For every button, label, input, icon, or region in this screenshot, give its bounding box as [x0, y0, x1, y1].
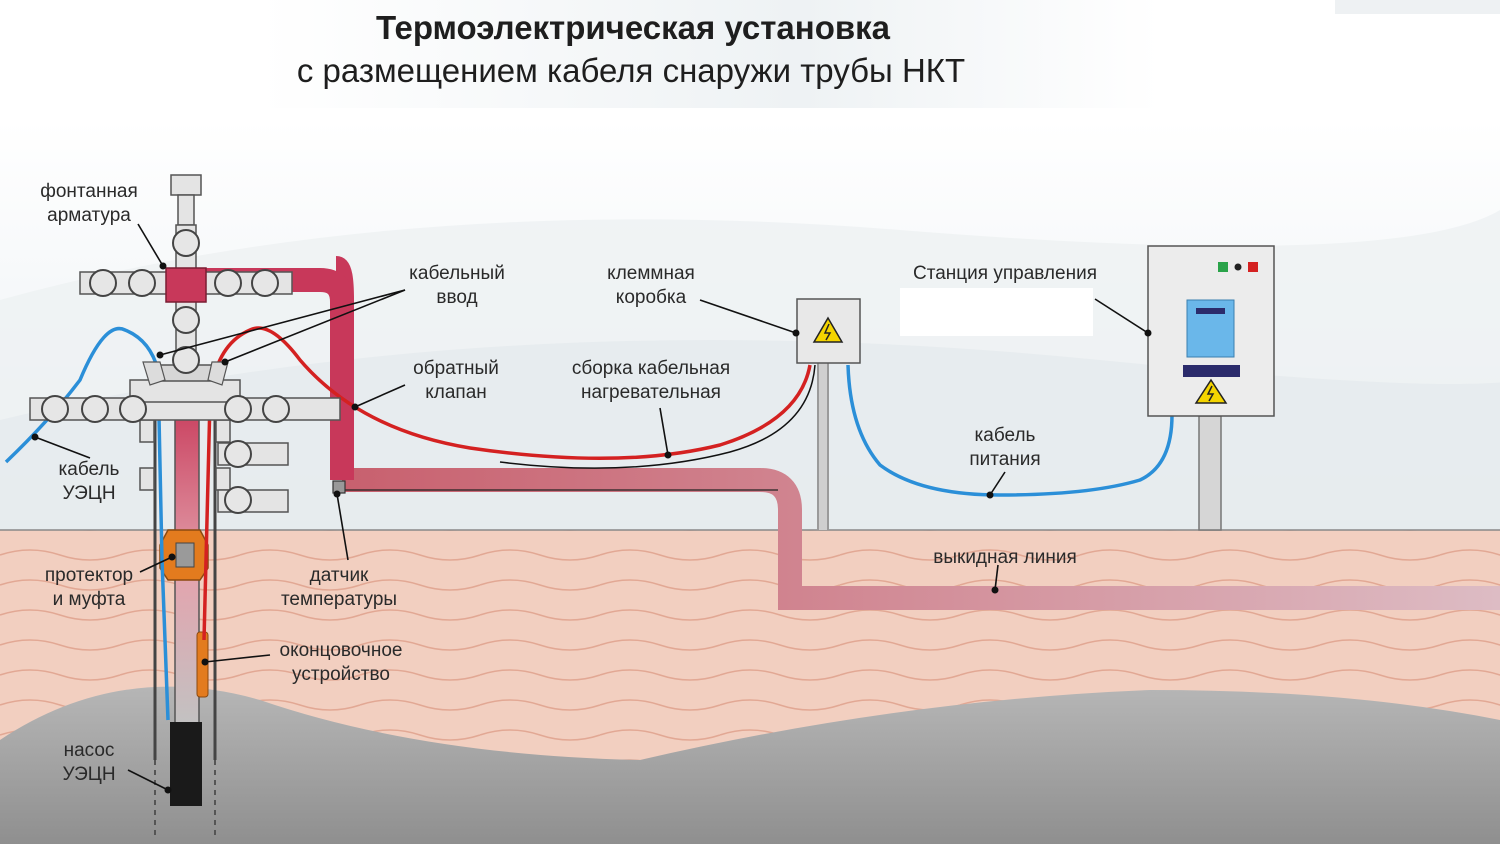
indicator-lamps-icon: [1218, 262, 1258, 272]
label-control-station: Станция управления: [913, 263, 1097, 284]
label-power-cable-1: кабель: [975, 425, 1036, 446]
label-terminal-box-1: клеммная: [607, 263, 695, 284]
rock-layer: [0, 686, 1500, 844]
label-protector-1: протектор: [45, 565, 133, 586]
label-power-cable-2: питания: [969, 449, 1040, 470]
heating-cable: [202, 326, 812, 641]
label-esp-pump-1: насос: [64, 740, 115, 761]
label-cable-entry-2: ввод: [436, 287, 477, 308]
title-line-2: с размещением кабеля снаружи трубы НКТ: [297, 52, 965, 89]
title-band: [260, 0, 1160, 108]
high-voltage-icon: [812, 316, 844, 343]
label-temperature-sensor-1: датчик: [310, 565, 369, 586]
esp-cable: [4, 326, 170, 721]
power-cable: [846, 364, 1174, 497]
label-end-device-2: устройство: [292, 664, 390, 685]
label-temperature-sensor-2: температуры: [281, 589, 397, 610]
label-protector-2: и муфта: [53, 589, 126, 610]
leader-lines: [31, 223, 1152, 794]
label-heating-cable-1: сборка кабельная: [572, 358, 730, 379]
label-esp-pump-2: УЭЦН: [62, 764, 115, 785]
title-line-1: Термоэлектрическая установка: [376, 9, 891, 46]
label-end-device-1: оконцовочное: [280, 640, 403, 661]
flow-line-pipe: [342, 468, 1500, 610]
heated-outlet-pipe: [200, 268, 354, 303]
label-terminal-box-2: коробка: [616, 287, 687, 308]
label-heating-cable-2: нагревательная: [581, 382, 721, 403]
wellhead-top-cap: [170, 174, 202, 196]
blank-label-area: [900, 288, 1093, 336]
wellhead-valves: [41, 229, 290, 514]
label-cable-entry-1: кабельный: [409, 263, 505, 284]
label-esp-cable-2: УЭЦН: [62, 483, 115, 504]
label-check-valve-1: обратный: [413, 358, 499, 379]
label-fountain-fitting-1: фонтанная: [40, 181, 138, 202]
label-fountain-fitting-2: арматура: [47, 205, 131, 226]
label-esp-cable-1: кабель: [59, 459, 120, 480]
label-flow-line: выкидная линия: [933, 547, 1076, 568]
esp-pump: [170, 722, 202, 806]
label-check-valve-2: клапан: [425, 382, 487, 403]
high-voltage-icon: [1194, 378, 1228, 404]
